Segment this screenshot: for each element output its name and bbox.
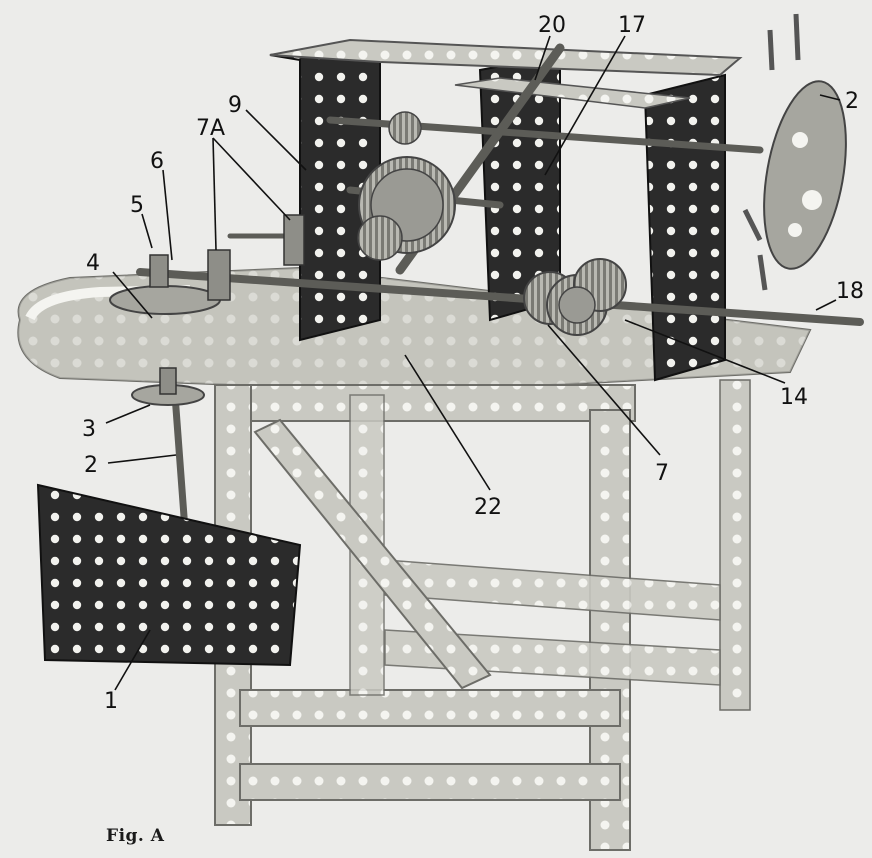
callout-4: 4 (86, 251, 100, 276)
callout-7a: 7A (196, 116, 225, 141)
callout-labels: 20 17 2 9 7A 6 5 4 18 14 3 2 22 7 1 (82, 13, 864, 714)
table-frame (214, 379, 751, 851)
leader-lines (105, 35, 841, 691)
hanging-plate (36, 483, 302, 667)
gear-train (357, 111, 627, 336)
gearbox-frame (269, 38, 743, 382)
crank-assembly (109, 214, 305, 406)
callout-3: 3 (82, 417, 96, 442)
callout-22: 22 (474, 495, 502, 520)
disc-wheel (742, 13, 847, 291)
callout-17: 17 (618, 13, 646, 38)
callout-7: 7 (655, 461, 669, 486)
callout-6: 6 (150, 149, 164, 174)
callout-1: 1 (104, 689, 118, 714)
callout-18: 18 (836, 279, 864, 304)
callout-20: 20 (538, 13, 566, 38)
callout-2: 2 (84, 453, 98, 478)
callout-5: 5 (130, 193, 144, 218)
figure-caption: Fig. A (106, 826, 165, 846)
callout-9: 9 (228, 93, 242, 118)
callout-14: 14 (780, 385, 808, 410)
callout-2-top: 2 (845, 89, 859, 114)
